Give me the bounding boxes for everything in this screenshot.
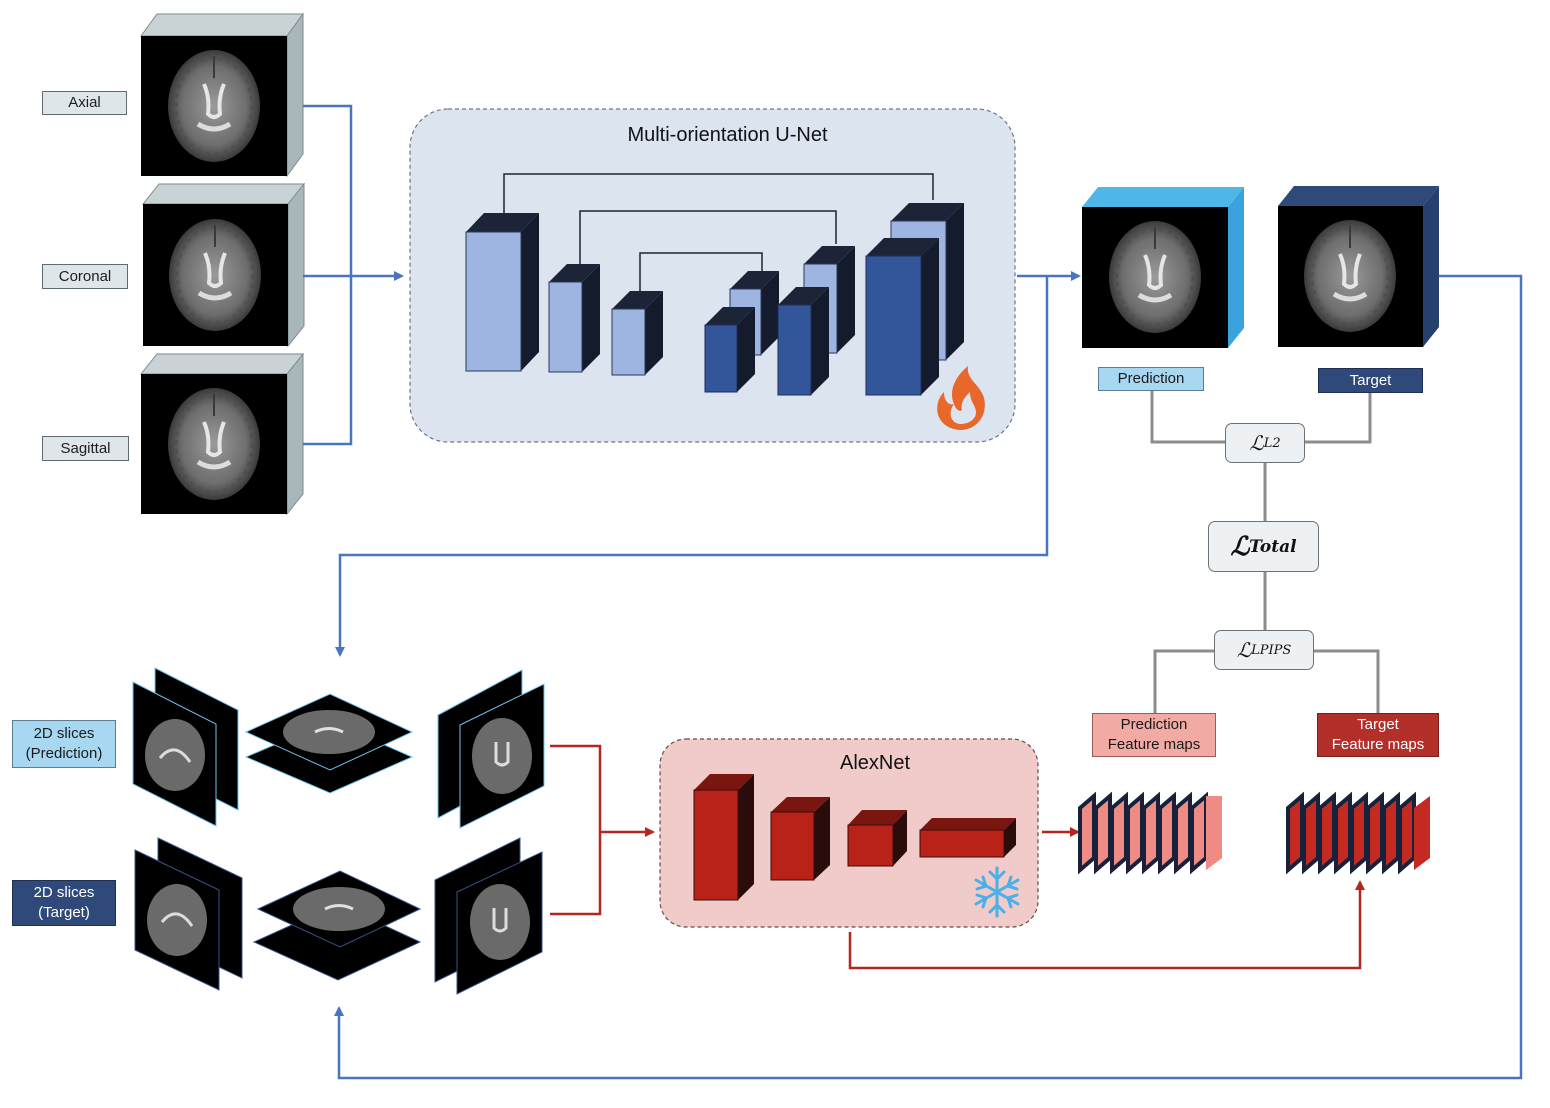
snowflake-icon	[974, 866, 1020, 918]
target-slices-label-line2: (Target)	[38, 904, 90, 921]
prediction-coronal-slices	[437, 669, 545, 829]
axial-label: Axial	[42, 91, 127, 115]
target-label: Target	[1318, 368, 1423, 393]
alexnet-layer-4	[919, 818, 1016, 858]
prediction-volume	[1082, 187, 1244, 348]
total-loss-subscript: Total	[1249, 536, 1297, 557]
total-loss-symbol: ℒ	[1230, 531, 1250, 562]
target-sagittal-slices	[134, 837, 243, 991]
alexnet-layer-1	[693, 774, 754, 901]
target-feature-maps	[1286, 791, 1430, 875]
coronal-label: Coronal	[42, 264, 128, 289]
target-axial-slices	[252, 870, 422, 981]
target-slices-label: 2D slices (Target)	[12, 880, 116, 926]
alexnet-title: AlexNet	[839, 752, 911, 774]
alexnet-layer-2	[770, 797, 830, 881]
prediction-slices-label-line1: 2D slices	[33, 725, 95, 742]
target-volume	[1278, 186, 1439, 347]
lpips-loss-symbol: ℒ	[1236, 638, 1252, 662]
coronal-volume	[141, 182, 306, 348]
sagittal-label: Sagittal	[42, 436, 129, 461]
loss-connectors	[1150, 391, 1380, 713]
unet-decoder-block-2	[777, 287, 829, 396]
slices-to-alexnet-connectors	[550, 744, 655, 916]
target-coronal-slices	[434, 837, 543, 995]
prediction-label: Prediction	[1098, 367, 1204, 391]
l2-loss-symbol: ℒ	[1249, 431, 1264, 455]
axial-volume	[140, 12, 304, 178]
target-slices-label-line1: 2D slices	[33, 884, 95, 901]
prediction-feature-maps-label: Prediction Feature maps	[1092, 713, 1216, 757]
unet-skip-connections	[503, 173, 934, 292]
alexnet-layer-3	[847, 810, 907, 867]
unet-encoder-block-3	[611, 291, 663, 376]
sagittal-volume	[139, 352, 305, 516]
target-to-slices-connector	[334, 274, 1523, 1080]
unet-encoder-block-1	[465, 213, 539, 372]
prediction-axial-slices	[244, 693, 414, 794]
prediction-slices-label-line2: (Prediction)	[25, 745, 103, 762]
fire-icon	[937, 366, 985, 430]
input-connectors	[303, 104, 404, 446]
prediction-slices-label: 2D slices (Prediction)	[12, 720, 116, 768]
l2-loss-subscript: L2	[1263, 435, 1281, 451]
lpips-loss-subscript: LPIPS	[1251, 642, 1292, 658]
unet-output-connectors	[335, 271, 1081, 657]
unet-decoder-block-1	[704, 307, 755, 393]
prediction-sagittal-slices	[132, 667, 239, 827]
target-feature-maps-label: Target Feature maps	[1317, 713, 1439, 757]
unet-decoder-block-3	[865, 238, 939, 396]
prediction-feature-maps-label-line1: Prediction	[1120, 716, 1188, 733]
unet-title: Multi-orientation U-Net	[627, 124, 828, 146]
prediction-feature-maps	[1078, 791, 1222, 875]
target-feature-maps-label-line2: Feature maps	[1331, 736, 1425, 753]
prediction-feature-maps-label-line2: Feature maps	[1107, 736, 1201, 753]
unet-encoder-block-2	[548, 264, 600, 373]
alexnet-to-features-connectors	[848, 827, 1365, 970]
target-feature-maps-label-line1: Target	[1357, 716, 1399, 733]
